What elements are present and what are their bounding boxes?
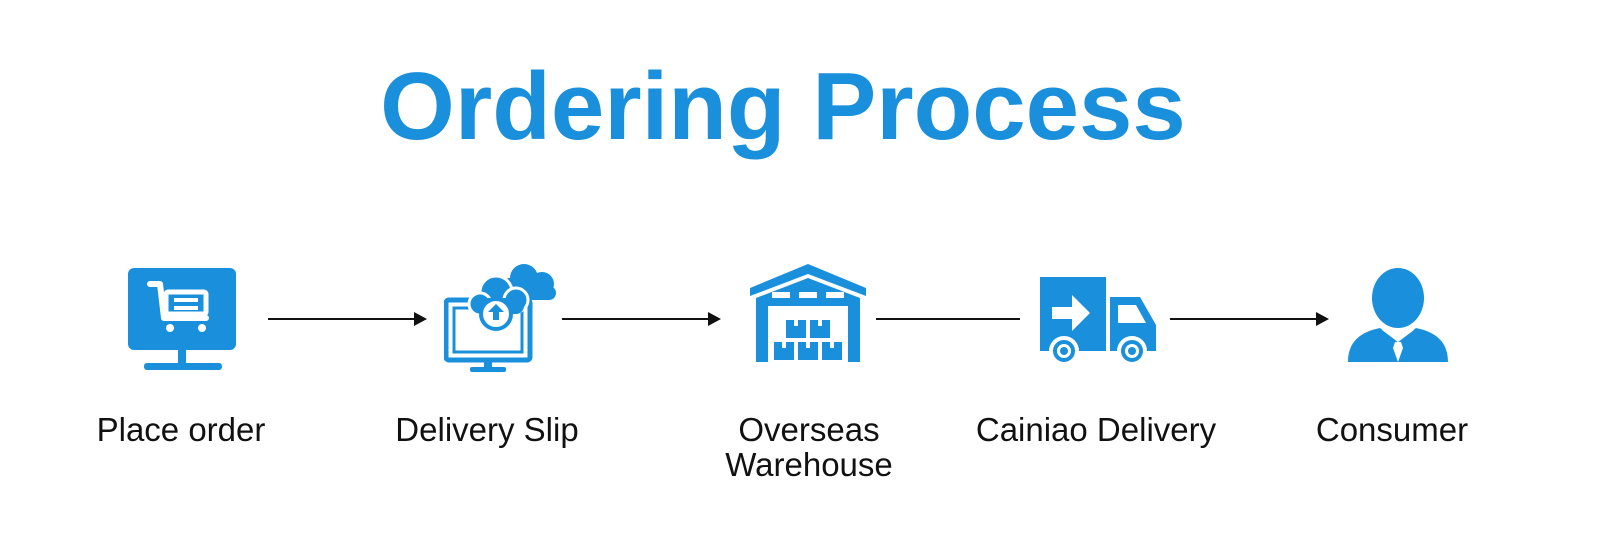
warehouse-icon <box>748 262 868 364</box>
arrow-connector <box>1170 312 1329 326</box>
cloud-upload-monitor-icon <box>444 258 564 374</box>
step-label-cainiao-delivery: Cainiao Delivery <box>975 411 1217 448</box>
step-label-delivery-slip: Delivery Slip <box>395 411 579 448</box>
delivery-truck-icon <box>1038 275 1160 365</box>
step-label-overseas-warehouse: Overseas Warehouse <box>725 411 893 483</box>
shopping-cart-monitor-icon <box>128 268 238 372</box>
page-title: Ordering Process <box>380 53 1186 160</box>
step-label-place-order: Place order <box>96 411 266 448</box>
user-icon <box>1346 268 1450 364</box>
line-connector <box>876 318 1020 320</box>
arrow-connector <box>562 312 721 326</box>
step-label-consumer: Consumer <box>1315 411 1469 448</box>
arrow-connector <box>268 312 427 326</box>
